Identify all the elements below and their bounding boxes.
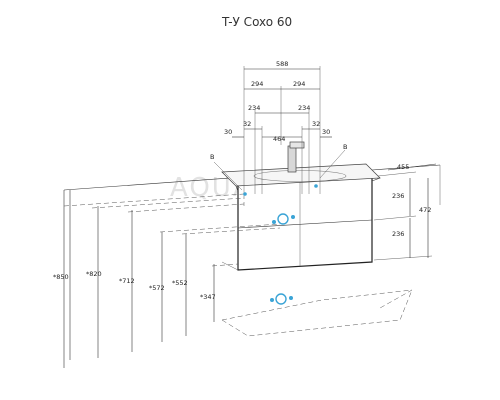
drain-outlet-icon — [272, 213, 295, 225]
dim-294-left: 294 — [251, 80, 263, 88]
dim-712: *712 — [119, 277, 135, 285]
label-b-left: B — [210, 153, 214, 161]
label-b-right: B — [343, 143, 347, 151]
dim-236-top: 236 — [392, 192, 404, 200]
dim-30-right: 30 — [322, 128, 330, 136]
left-dimension-lines — [63, 190, 281, 360]
dim-588: 588 — [276, 60, 288, 68]
dim-850: *850 — [53, 273, 69, 281]
dim-472: 472 — [419, 206, 431, 214]
dim-820: *820 — [86, 270, 102, 278]
dim-347: *347 — [200, 293, 216, 301]
dim-552: *552 — [172, 279, 188, 287]
dim-572: *572 — [149, 284, 165, 292]
dim-32-right: 32 — [312, 120, 320, 128]
floor-drain-icon — [270, 293, 293, 305]
sink-top — [221, 163, 381, 192]
dim-455: 455 — [397, 163, 409, 171]
dim-32-left: 32 — [243, 120, 251, 128]
drawing-title: T-У Coxo 60 — [221, 15, 292, 29]
top-dimension-lines — [232, 66, 332, 194]
cabinet-body — [221, 175, 373, 271]
dim-30-left: 30 — [224, 128, 232, 136]
faucet-icon — [287, 141, 305, 173]
dim-234-left: 234 — [248, 104, 260, 112]
dim-294-right: 294 — [293, 80, 305, 88]
right-dimension-lines — [373, 163, 437, 261]
dim-234-right: 234 — [298, 104, 310, 112]
water-inlet-icon — [243, 184, 318, 196]
dim-464: 464 — [273, 135, 285, 143]
dim-236-bottom: 236 — [392, 230, 404, 238]
floor-area — [221, 289, 413, 337]
